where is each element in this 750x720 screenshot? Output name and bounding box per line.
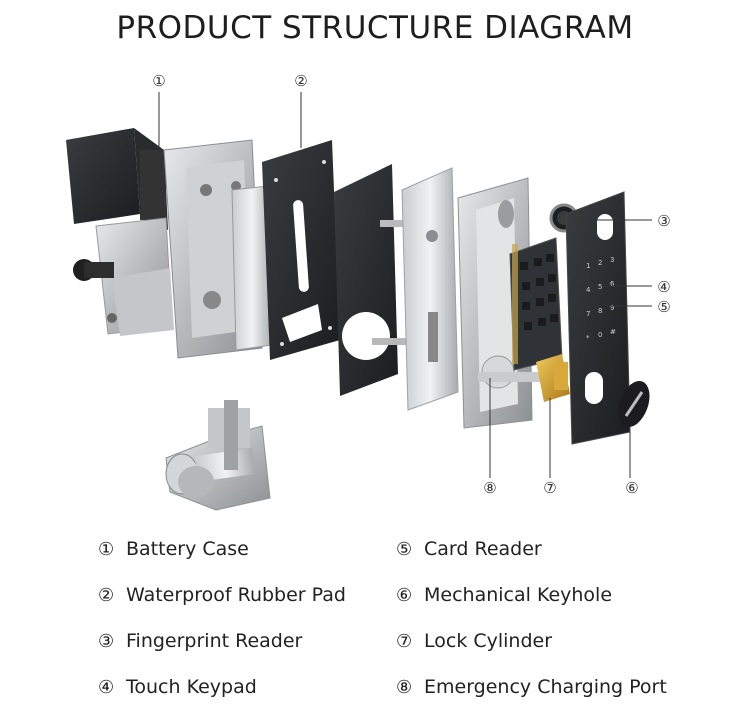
battery-case (66, 128, 168, 230)
callout-1: ① (152, 72, 165, 90)
keypad-digit: 1 (586, 262, 590, 270)
keypad-digit: # (610, 328, 616, 336)
callout-5: ⑤ (657, 298, 670, 316)
keypad-digit: 0 (598, 331, 602, 339)
callout-3: ③ (657, 212, 670, 230)
exploded-lock-diagram: 123 456 789 * 0 # ① ② ③ ④ ⑤ ⑥ ⑦ ⑧ (66, 72, 671, 511)
lock-chassis (73, 139, 273, 359)
page-title: PRODUCT STRUCTURE DIAGRAM (116, 10, 634, 46)
lock-cylinder (478, 354, 570, 402)
keypad-digit: 2 (598, 259, 602, 267)
keypad-digit: 5 (598, 283, 602, 291)
callout-6: ⑥ (625, 479, 638, 497)
callout-7: ⑦ (543, 479, 556, 497)
card-reader-pcb (509, 237, 563, 371)
keypad-digit: 8 (598, 307, 602, 315)
keypad-digit: 3 (610, 256, 614, 264)
inner-plate (401, 167, 459, 411)
latch-bolt (165, 400, 271, 511)
keypad-digit: 9 (610, 304, 614, 312)
rubber-pad (262, 140, 340, 360)
keypad-digit: 7 (586, 310, 590, 318)
callout-2: ② (294, 72, 307, 90)
leader-lines (158, 92, 652, 478)
back-plate (334, 164, 416, 396)
keypad-digit: 6 (610, 280, 615, 288)
keypad-digit: 4 (586, 286, 591, 294)
keypad-digit: * (586, 334, 590, 342)
mechanical-keyhole (618, 380, 650, 428)
callout-8: ⑧ (483, 479, 496, 497)
callout-4: ④ (657, 278, 670, 296)
